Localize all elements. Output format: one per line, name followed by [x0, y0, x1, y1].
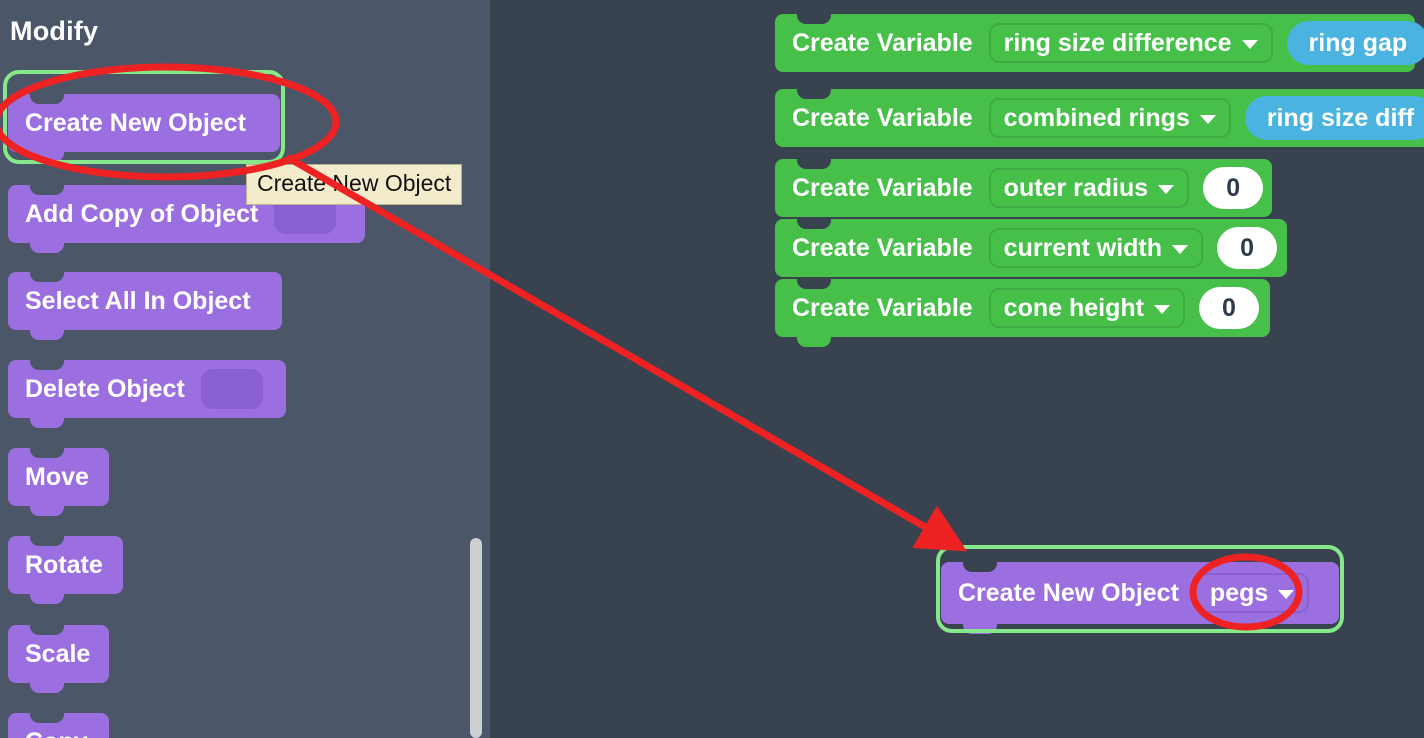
block-notch-top [30, 360, 64, 370]
page-title: Modify [10, 16, 99, 46]
reporter-pill[interactable]: ring gap [1286, 21, 1424, 65]
variable-name-dropdown[interactable]: current width [988, 228, 1204, 268]
palette-sidebar[interactable]: Modify Create New Object Add Copy of Obj… [0, 0, 490, 738]
palette-block-create-new-object[interactable]: Create New Object [8, 94, 280, 162]
palette-scrollbar-track[interactable] [468, 0, 484, 738]
block-create-variable[interactable]: Create Variable current width 0 [775, 219, 1287, 277]
chevron-down-icon [1278, 590, 1295, 599]
block-notch-top [30, 272, 64, 282]
block-notch-top [797, 89, 831, 99]
block-notch-top [30, 536, 64, 546]
variable-name-label: cone height [1003, 293, 1144, 322]
block-notch-top [963, 562, 997, 572]
variable-name-dropdown[interactable]: outer radius [988, 168, 1190, 208]
palette-block-select-all-in-object[interactable]: Select All In Object [8, 272, 282, 340]
number-input[interactable]: 0 [1217, 227, 1278, 269]
palette-block-label: Scale [25, 639, 91, 668]
reporter-pill[interactable]: ring size diff [1244, 96, 1424, 140]
palette-block-copy[interactable]: Copy [8, 713, 109, 738]
chevron-down-icon [1241, 40, 1258, 49]
block-notch-top [797, 159, 831, 169]
block-create-new-object-dropped[interactable]: Create New Object pegs [941, 562, 1339, 634]
variable-name-dropdown[interactable]: cone height [988, 288, 1185, 328]
palette-block-rotate[interactable]: Rotate [8, 536, 123, 604]
block-keyword: Create New Object [958, 578, 1179, 607]
block-create-variable[interactable]: Create Variable ring size difference rin… [775, 14, 1424, 72]
block-keyword: Create Variable [792, 293, 973, 322]
palette-block-label: Create New Object [25, 108, 246, 137]
palette-block-label: Delete Object [25, 374, 185, 403]
block-notch-bottom [30, 243, 64, 253]
number-input[interactable]: 0 [1198, 287, 1259, 329]
palette-scrollbar-thumb[interactable] [470, 538, 482, 738]
object-name-dropdown[interactable]: pegs [1194, 573, 1310, 613]
palette-block-scale[interactable]: Scale [8, 625, 109, 693]
block-create-variable[interactable]: Create Variable outer radius 0 [775, 159, 1272, 217]
block-notch-bottom [30, 418, 64, 428]
chevron-down-icon [1153, 305, 1170, 314]
variable-name-label: ring size difference [1003, 28, 1232, 57]
object-slot-input[interactable] [200, 369, 263, 409]
block-notch-bottom [30, 506, 64, 516]
block-notch-top [797, 219, 831, 229]
chevron-down-icon [1158, 185, 1175, 194]
block-notch-top [797, 14, 831, 24]
chevron-down-icon [1172, 245, 1189, 254]
block-keyword: Create Variable [792, 28, 973, 57]
block-notch-bottom [30, 330, 64, 340]
block-notch-bottom [30, 594, 64, 604]
palette-block-label: Add Copy of Object [25, 199, 259, 228]
block-notch-bottom [30, 683, 64, 693]
tooltip-text: Create New Object [257, 170, 452, 196]
block-notch-top [30, 185, 64, 195]
variable-name-dropdown[interactable]: ring size difference [988, 23, 1273, 63]
block-keyword: Create Variable [792, 233, 973, 262]
block-notch-bottom [30, 152, 64, 162]
variable-name-dropdown[interactable]: combined rings [988, 98, 1231, 138]
variable-name-label: outer radius [1003, 173, 1149, 202]
palette-block-label: Rotate [25, 550, 103, 579]
palette-block-label: Select All In Object [25, 286, 251, 315]
object-name-label: pegs [1209, 578, 1269, 607]
block-notch-bottom [963, 624, 997, 634]
block-notch-bottom [797, 337, 831, 347]
block-create-variable[interactable]: Create Variable combined rings ring size… [775, 89, 1424, 147]
block-canvas[interactable]: Create Variable ring size difference rin… [490, 0, 1424, 738]
block-notch-top [30, 94, 64, 104]
variable-name-label: combined rings [1003, 103, 1190, 132]
block-notch-top [30, 625, 64, 635]
palette-block-label: Move [25, 462, 89, 491]
block-notch-top [30, 713, 64, 723]
chevron-down-icon [1199, 115, 1216, 124]
block-notch-top [30, 448, 64, 458]
palette-block-move[interactable]: Move [8, 448, 109, 516]
block-notch-top [797, 279, 831, 289]
palette-block-label: Copy [25, 728, 88, 738]
number-input[interactable]: 0 [1203, 167, 1264, 209]
variable-name-label: current width [1003, 233, 1163, 262]
palette-block-delete-object[interactable]: Delete Object [8, 360, 286, 428]
block-keyword: Create Variable [792, 103, 973, 132]
tooltip: Create New Object [246, 164, 463, 205]
block-keyword: Create Variable [792, 173, 973, 202]
block-create-variable[interactable]: Create Variable cone height 0 [775, 279, 1270, 347]
